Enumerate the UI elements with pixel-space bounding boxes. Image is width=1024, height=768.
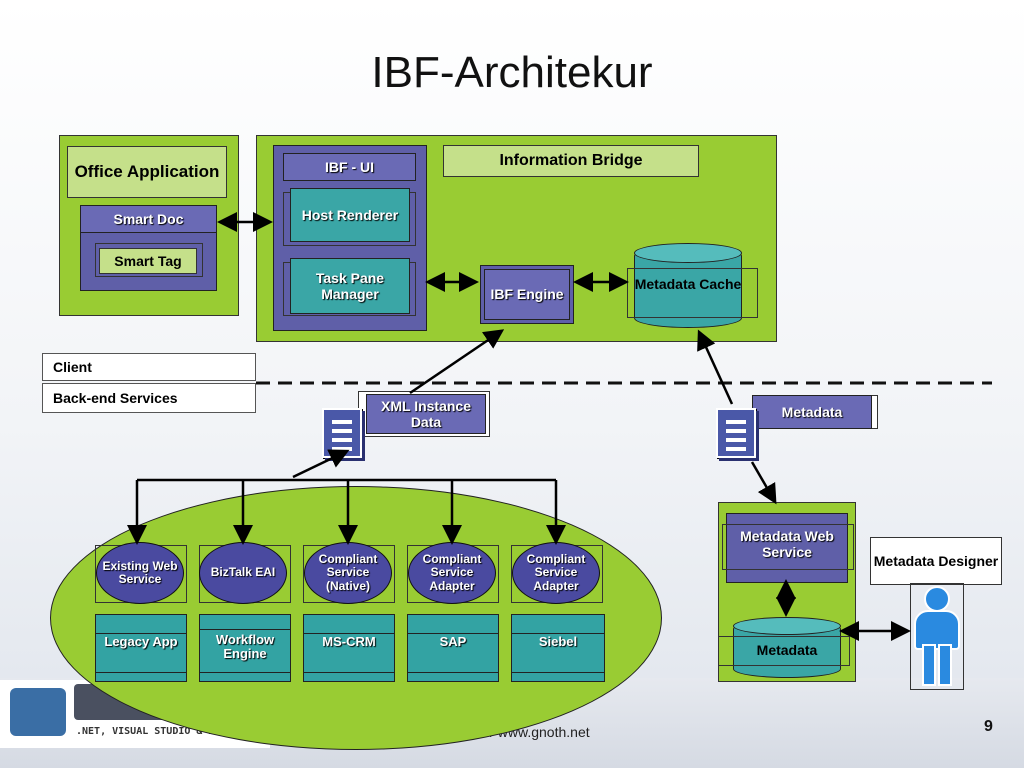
metadata-designer-label: Metadata Designer xyxy=(870,537,1002,585)
system-label: Legacy App xyxy=(104,634,178,649)
system-label: SAP xyxy=(439,634,467,649)
metadata-store-label: Metadata xyxy=(756,642,818,658)
xml-instance-data: XML Instance Data xyxy=(366,394,486,434)
metadata-store-top xyxy=(733,617,841,635)
client-label: Client xyxy=(42,353,256,381)
service-existing-web: Existing Web Service xyxy=(96,542,184,604)
host-renderer: Host Renderer xyxy=(290,188,410,242)
metadata-ws-frame xyxy=(722,524,854,570)
system-label: MS-CRM xyxy=(322,634,376,649)
service-compliant-native: Compliant Service (Native) xyxy=(304,542,392,604)
link-metadata-ws xyxy=(750,461,777,505)
ibf-ui-label: IBF - UI xyxy=(283,153,416,181)
task-pane-manager: Task Pane Manager xyxy=(290,258,410,314)
smart-tag-frame xyxy=(95,243,203,277)
link-metadata-cache xyxy=(697,329,734,405)
page-number: 9 xyxy=(984,718,993,735)
metadata-cache-label: Metadata Cache xyxy=(634,276,742,292)
metadata-document-icon xyxy=(716,408,756,458)
smart-tag: Smart Tag xyxy=(99,248,197,274)
system-workflow-engine: Workflow Engine xyxy=(199,614,291,682)
logo-mark-icon xyxy=(10,688,66,736)
metadata-web-service: Metadata Web Service xyxy=(740,528,834,561)
service-biztalk: BizTalk EAI xyxy=(199,542,287,604)
system-legacy-app: Legacy App xyxy=(95,614,187,682)
user-icon xyxy=(912,586,962,688)
system-sap: SAP xyxy=(407,614,499,682)
ibf-engine: IBF Engine xyxy=(484,269,570,320)
backend-label: Back-end Services xyxy=(42,383,256,413)
service-compliant-adapter-2: Compliant Service Adapter xyxy=(512,542,600,604)
system-label: Siebel xyxy=(538,634,578,649)
metadata-cache-frame xyxy=(627,268,758,318)
xml-document-icon xyxy=(322,408,362,458)
information-bridge-label: Information Bridge xyxy=(443,145,699,177)
office-app-title: Office Application xyxy=(67,146,227,198)
metadata-cache-top xyxy=(634,243,742,263)
logo-tagline: .NET, VISUAL STUDIO & MORE xyxy=(76,726,233,737)
metadata-store-frame xyxy=(718,636,850,666)
service-compliant-adapter-1: Compliant Service Adapter xyxy=(408,542,496,604)
system-siebel: Siebel xyxy=(511,614,605,682)
metadata-doc-label: Metadata xyxy=(752,395,872,429)
smart-doc: Smart Doc xyxy=(80,205,217,233)
system-ms-crm: MS-CRM xyxy=(303,614,395,682)
slide-title: IBF-Architekur xyxy=(371,48,653,97)
system-label: Workflow Engine xyxy=(215,632,275,662)
